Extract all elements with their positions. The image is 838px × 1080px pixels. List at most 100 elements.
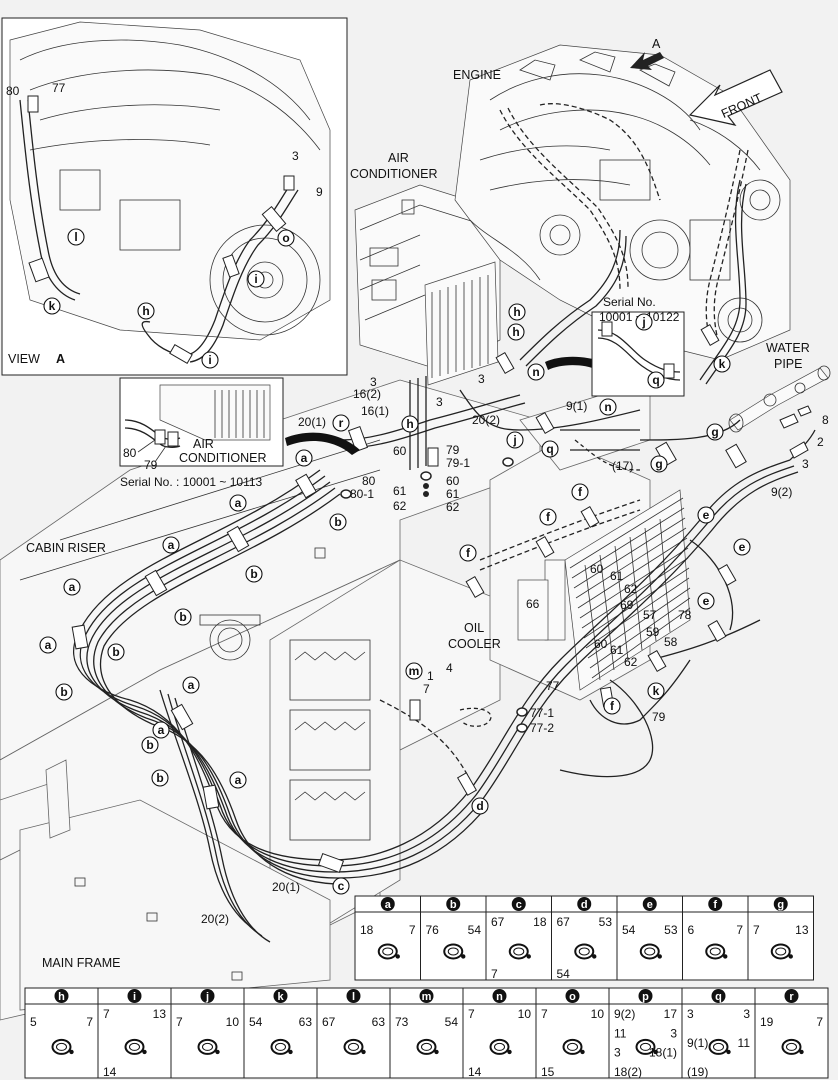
callout-c_a6: a bbox=[188, 678, 195, 692]
callout-c_r: r bbox=[339, 416, 344, 430]
callout-circle bbox=[713, 355, 731, 373]
detail-letter: e bbox=[647, 899, 653, 911]
detail-part-label: 7 bbox=[816, 1015, 823, 1029]
callout-circle bbox=[541, 440, 559, 458]
callout-c_a7: a bbox=[158, 723, 165, 737]
callout-c_69: 69 bbox=[620, 598, 634, 612]
callout-c_a4: a bbox=[69, 580, 76, 594]
detail-part-label: 67 bbox=[322, 1015, 336, 1029]
callout-80-inset: 80 bbox=[123, 446, 137, 460]
callout-c_77_view: 77 bbox=[52, 81, 66, 95]
callout-c_3_view: 3 bbox=[292, 149, 299, 163]
callout-circle bbox=[508, 303, 526, 321]
detail-letter: a bbox=[385, 899, 392, 911]
callout-circle bbox=[295, 449, 313, 467]
callout-c_4: 4 bbox=[446, 661, 453, 675]
callout-circle bbox=[247, 270, 265, 288]
callout-circle bbox=[67, 228, 85, 246]
detail-part-label: 54 bbox=[557, 967, 571, 981]
detail-letter: h bbox=[58, 991, 65, 1003]
detail-part-label: 18(2) bbox=[614, 1065, 642, 1079]
callout-circle bbox=[647, 682, 665, 700]
callout-c_66: 66 bbox=[526, 597, 540, 611]
callout-c_a1: a bbox=[301, 451, 308, 465]
callout-c_f2: f bbox=[546, 510, 551, 524]
engine-main bbox=[454, 44, 791, 361]
callout-circle bbox=[506, 431, 524, 449]
callout-c_h3: h bbox=[513, 305, 520, 319]
detail-part-label: 11 bbox=[738, 1036, 751, 1050]
detail-part-label: 7 bbox=[468, 1007, 475, 1021]
detail-part-label: 10 bbox=[518, 1007, 532, 1021]
callout-c_k2: k bbox=[653, 684, 660, 698]
detail-part-label: 7 bbox=[541, 1007, 548, 1021]
callout-c_78: 78 bbox=[678, 608, 692, 622]
water-pipe bbox=[728, 365, 831, 433]
callout-circle bbox=[229, 771, 247, 789]
callout-c_62a: 62 bbox=[393, 499, 407, 513]
callout-c_n2: n bbox=[604, 400, 611, 414]
callout-circle bbox=[151, 769, 169, 787]
cabin-riser-label: CABIN RISER bbox=[26, 541, 106, 555]
detail-part-label: 53 bbox=[599, 915, 613, 929]
callout-c_20_2a: 20(2) bbox=[472, 413, 500, 427]
callout-c_b6: b bbox=[146, 738, 153, 752]
callout-c_77: 77 bbox=[546, 679, 560, 693]
callout-c_h1: h bbox=[406, 417, 413, 431]
callout-c_b7: b bbox=[156, 771, 163, 785]
detail-letter: o bbox=[569, 991, 576, 1003]
callout-circle bbox=[697, 592, 715, 610]
callout-circle bbox=[107, 643, 125, 661]
callout-c_3b: 3 bbox=[436, 395, 443, 409]
callout-c_61a: 61 bbox=[393, 484, 407, 498]
callout-circle bbox=[697, 506, 715, 524]
detail-letter: g bbox=[777, 899, 784, 911]
detail-letter: p bbox=[642, 991, 649, 1003]
callout-c_o_view: o bbox=[282, 231, 289, 245]
detail-letter: d bbox=[581, 899, 588, 911]
callout-circle bbox=[63, 578, 81, 596]
detail-letter: b bbox=[450, 899, 457, 911]
detail-part-label: 5 bbox=[30, 1015, 37, 1029]
detail-part-label: 18(1) bbox=[649, 1046, 677, 1060]
callout-circle bbox=[162, 536, 180, 554]
detail-part-label: 67 bbox=[557, 915, 571, 929]
indicator-arrow-left bbox=[285, 432, 360, 455]
callout-c_79_1: 79-1 bbox=[446, 456, 470, 470]
callout-c_a3: a bbox=[168, 538, 175, 552]
callout-circle bbox=[459, 544, 477, 562]
view-a-inset: VIEW A bbox=[1, 17, 348, 376]
callout-c_b4: b bbox=[112, 645, 119, 659]
callout-79-inset: 79 bbox=[144, 458, 158, 472]
callout-circle bbox=[603, 697, 621, 715]
detail-part-label: 53 bbox=[664, 923, 678, 937]
callout-c_2: 2 bbox=[817, 435, 824, 449]
callout-c_9_1: 9(1) bbox=[566, 399, 587, 413]
callout-c_77_2: 77-2 bbox=[530, 721, 554, 735]
callout-c_60d: 60 bbox=[594, 637, 608, 651]
callout-c_k1: k bbox=[719, 357, 726, 371]
detail-part-label: 10 bbox=[226, 1015, 240, 1029]
air-conditioner-unit bbox=[354, 184, 501, 386]
callout-c_h2: h bbox=[512, 325, 519, 339]
callout-c_d: d bbox=[476, 799, 483, 813]
callout-c_61b: 61 bbox=[446, 487, 460, 501]
detail-part-label: 3 bbox=[687, 1007, 694, 1021]
callout-c_b2: b bbox=[250, 567, 257, 581]
callout-c_80_view: 80 bbox=[6, 84, 20, 98]
callout-c_80_1: 80-1 bbox=[350, 487, 374, 501]
callout-c_8: 8 bbox=[822, 413, 829, 427]
detail-part-label: 54 bbox=[622, 923, 636, 937]
callout-circle bbox=[650, 455, 668, 473]
detail-letter: f bbox=[713, 899, 717, 911]
callout-c_j_ser: j bbox=[641, 315, 645, 329]
air-conditioner-label-2: CONDITIONER bbox=[350, 167, 438, 181]
